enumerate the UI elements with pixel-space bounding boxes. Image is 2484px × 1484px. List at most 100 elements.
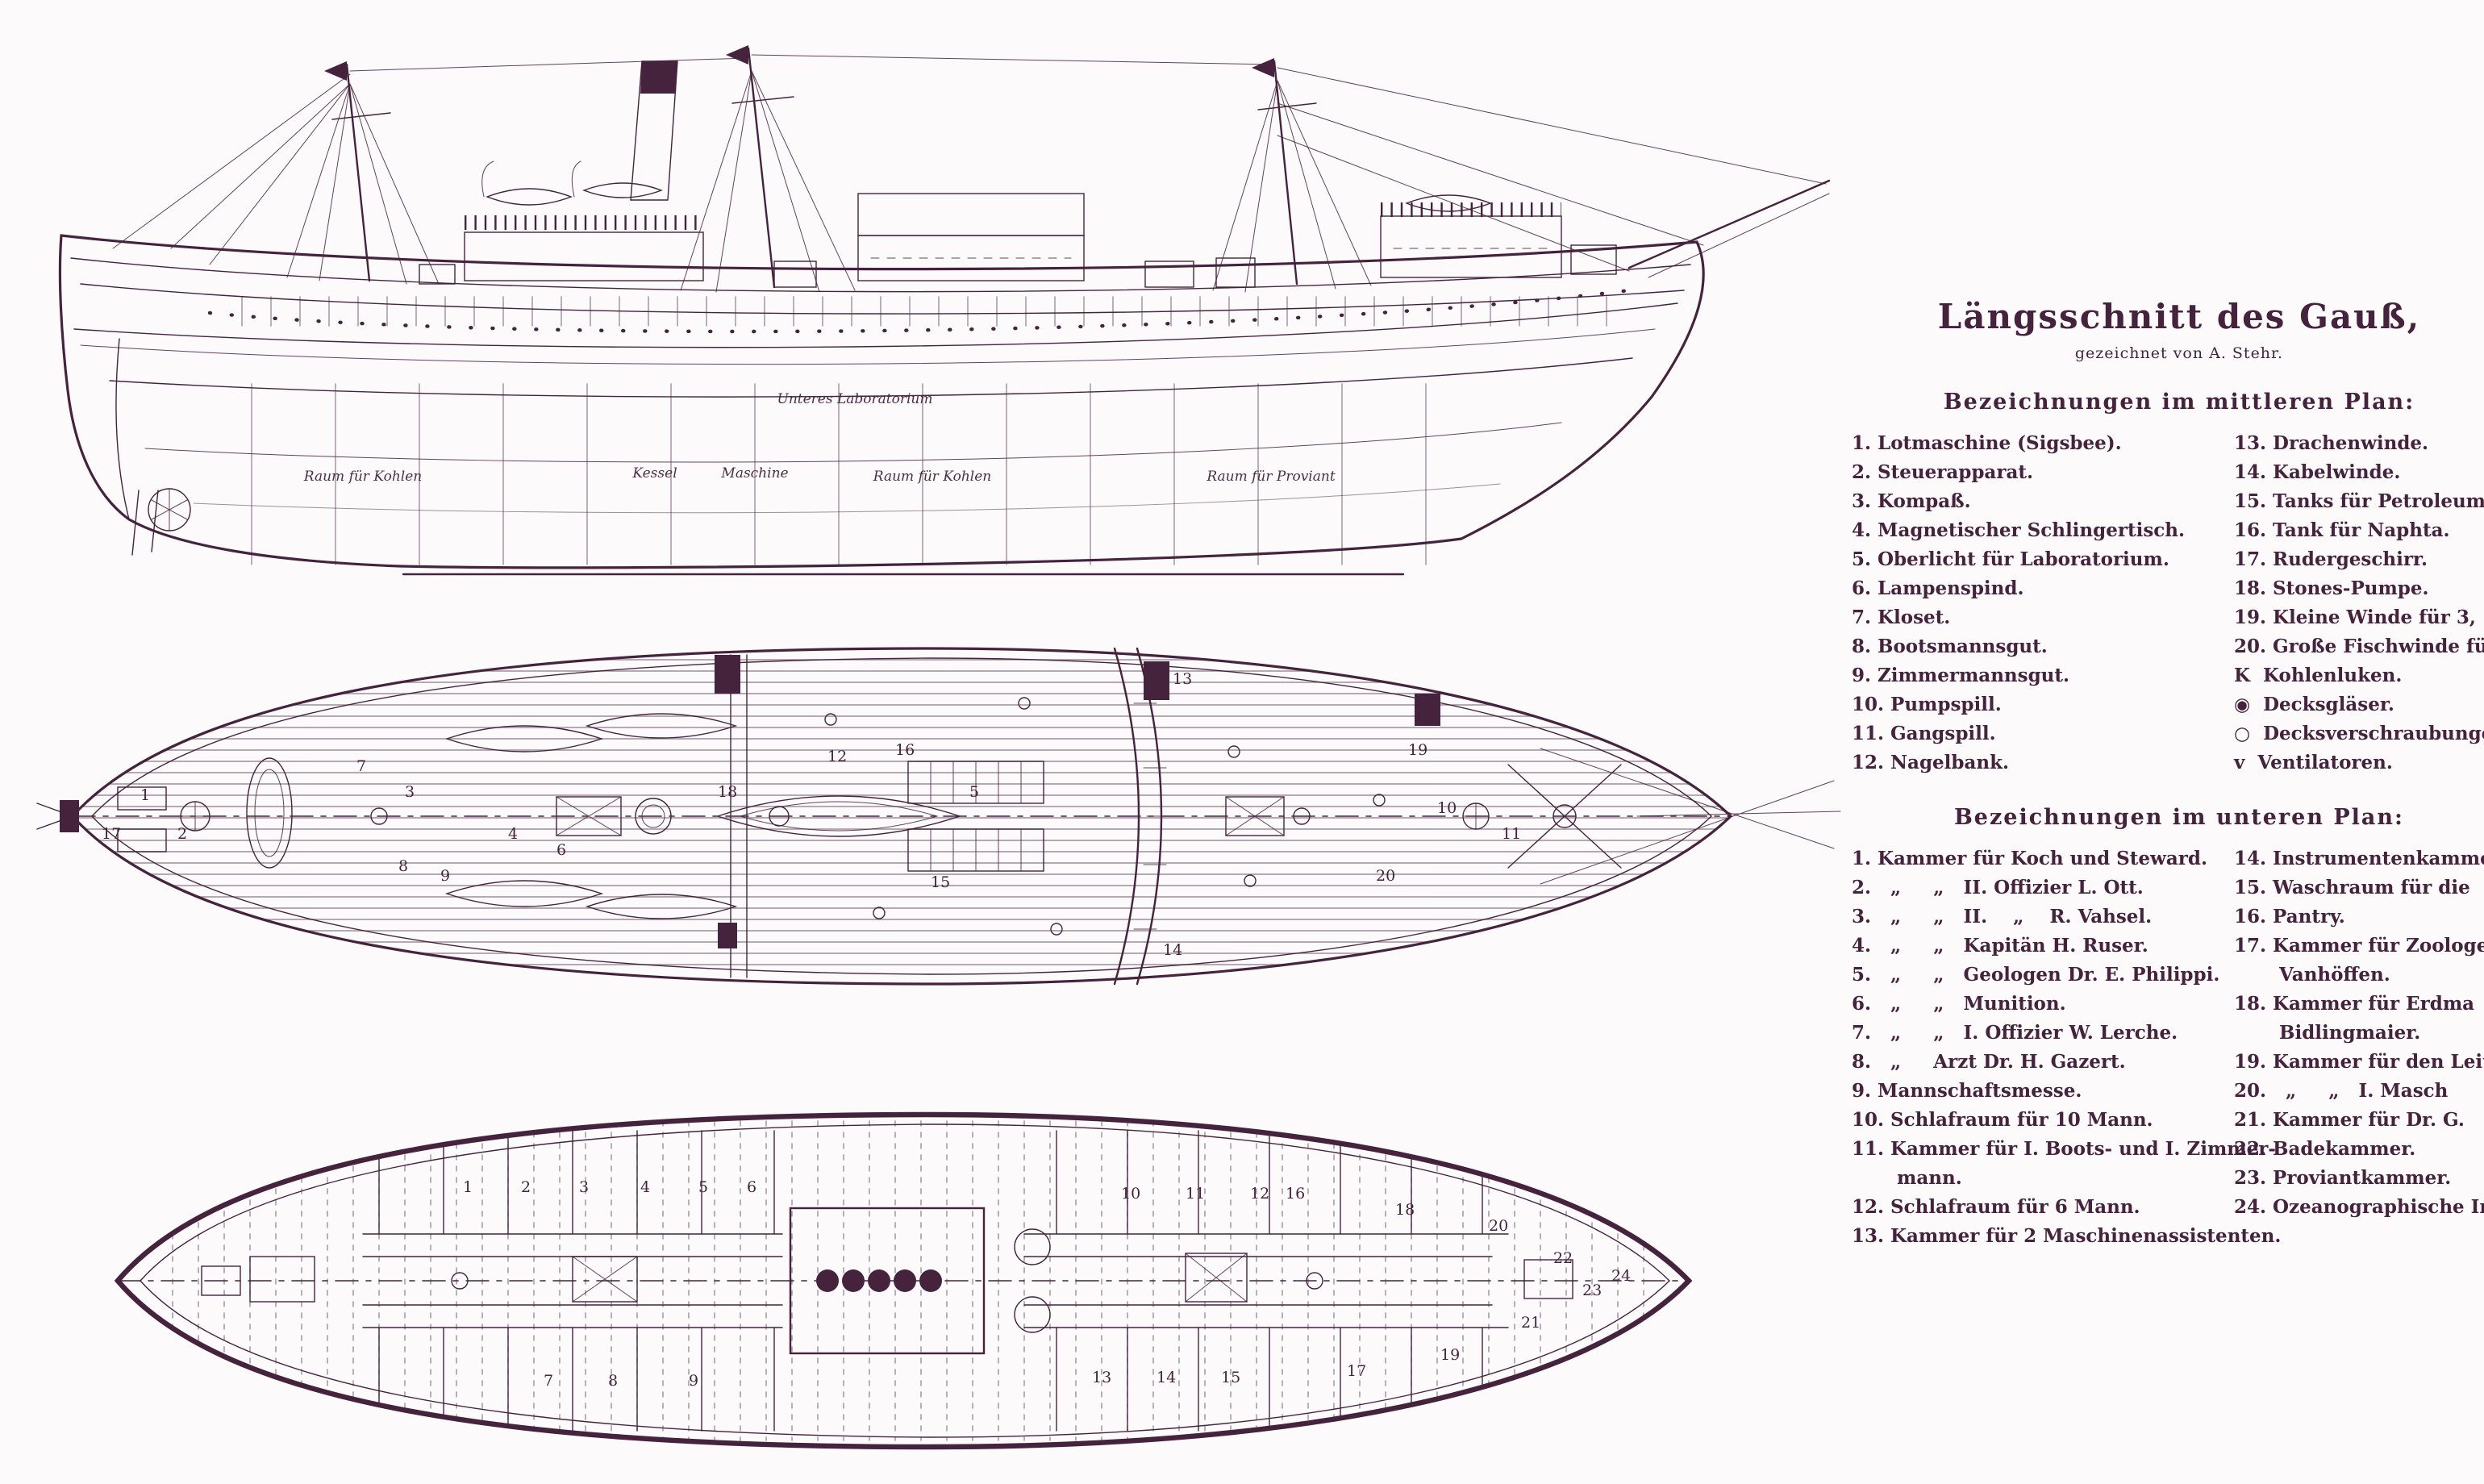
legend-middle-plan: Bezeichnungen im mittleren Plan: 1. Lotm… bbox=[1852, 390, 2484, 777]
svg-text:1: 1 bbox=[140, 786, 150, 804]
legend-entry: 13. Drachenwinde. bbox=[2234, 432, 2429, 454]
svg-text:18: 18 bbox=[1395, 1201, 1415, 1219]
svg-text:5: 5 bbox=[969, 783, 979, 801]
svg-text:Kessel: Kessel bbox=[631, 465, 677, 481]
stern-propeller-rudder bbox=[115, 338, 191, 556]
svg-text:9: 9 bbox=[689, 1372, 698, 1390]
legend-entry: 5. Oberlicht für Laboratorium. bbox=[1852, 548, 2169, 570]
svg-text:2: 2 bbox=[177, 825, 187, 843]
main-mast bbox=[680, 45, 1275, 293]
mast-circles bbox=[451, 1272, 1323, 1290]
svg-text:10: 10 bbox=[1121, 1185, 1140, 1203]
legend-entry: 15. Waschraum für die bbox=[2234, 877, 2477, 898]
cargo-hatches bbox=[572, 1253, 1248, 1303]
fore-mast bbox=[1212, 58, 1827, 293]
legend-entry: 12. Schlafraum für 6 Mann. bbox=[1852, 1196, 2140, 1218]
svg-text:8: 8 bbox=[608, 1372, 618, 1390]
legend-panel: Längsschnitt des Gauß, gezeichnet von A.… bbox=[1852, 297, 2484, 1251]
legend-entry: 22. Badekammer. bbox=[2234, 1138, 2416, 1160]
legend-lower-right-column: 14. Instrumentenkammer. 15. Waschraum für… bbox=[2234, 844, 2484, 1251]
legend-entry: 8. „ Arzt Dr. H. Gazert. bbox=[1852, 1051, 2126, 1073]
legend-entry: Vanhöffen. bbox=[2234, 964, 2390, 986]
deckhouses bbox=[419, 193, 1617, 288]
legend-middle-heading: Bezeichnungen im mittleren Plan: bbox=[1943, 390, 2415, 415]
legend-entry: ◉ Decksgläser. bbox=[2234, 694, 2394, 715]
legend-entry: 24. Ozeanographische In bbox=[2234, 1196, 2484, 1218]
svg-text:15: 15 bbox=[931, 873, 950, 891]
legend-entry: 21. Kammer für Dr. G. bbox=[2234, 1109, 2465, 1131]
svg-text:5: 5 bbox=[698, 1178, 708, 1196]
svg-text:3: 3 bbox=[579, 1178, 589, 1196]
deck-boats bbox=[444, 713, 962, 919]
ship-boats bbox=[481, 160, 1492, 212]
legend-entry: 11. Gangspill. bbox=[1852, 723, 1996, 744]
cabin-partitions bbox=[201, 1130, 1573, 1432]
legend-middle-left-column: 1. Lotmaschine (Sigsbee).2. Steuerappara… bbox=[1852, 429, 2234, 777]
legend-entry: 6. „ „ Munition. bbox=[1852, 993, 2066, 1015]
svg-text:17: 17 bbox=[1347, 1362, 1366, 1380]
legend-entry: Bidlingmaier. bbox=[2234, 1022, 2421, 1044]
mizzen-mast bbox=[112, 57, 748, 285]
legend-entry: 1. Kammer für Koch und Steward. bbox=[1852, 848, 2207, 869]
svg-text:2: 2 bbox=[521, 1178, 531, 1196]
deck-cabin-ticks bbox=[241, 296, 1607, 327]
deck-glasses bbox=[824, 697, 1386, 936]
svg-text:Maschine: Maschine bbox=[720, 465, 788, 481]
svg-text:16: 16 bbox=[895, 741, 915, 759]
legend-entry: 23. Proviantkammer. bbox=[2234, 1167, 2452, 1189]
legend-entry: 17. Kammer für Zoologe bbox=[2234, 935, 2484, 957]
legend-entry: 19. Kleine Winde für 3, bbox=[2234, 607, 2476, 628]
legend-entry: 13. Kammer für 2 Maschinenassistenten. bbox=[1852, 1225, 2282, 1247]
skylights-hatches bbox=[556, 761, 1285, 872]
legend-entry: 18. Stones-Pumpe. bbox=[2234, 577, 2429, 599]
legend-entry: 9. Mannschaftsmesse. bbox=[1852, 1080, 2082, 1102]
legend-entry: 10. Schlafraum für 10 Mann. bbox=[1852, 1109, 2153, 1131]
svg-text:15: 15 bbox=[1221, 1369, 1240, 1386]
svg-text:7: 7 bbox=[356, 757, 366, 775]
svg-text:13: 13 bbox=[1092, 1369, 1111, 1386]
legend-entry: 1. Lotmaschine (Sigsbee). bbox=[1852, 432, 2122, 454]
svg-text:4: 4 bbox=[508, 825, 518, 843]
engine-boiler-room bbox=[789, 1207, 1051, 1355]
svg-text:7: 7 bbox=[544, 1372, 553, 1390]
svg-text:6: 6 bbox=[747, 1178, 756, 1196]
legend-entry: 4. Magnetischer Schlingertisch. bbox=[1852, 519, 2186, 541]
svg-text:24: 24 bbox=[1611, 1267, 1631, 1285]
legend-entry: 12. Nagelbank. bbox=[1852, 752, 2010, 773]
legend-entry: 19. Kammer für den Leite bbox=[2234, 1051, 2484, 1073]
legend-entry: 11. Kammer für I. Boots- und I. Zimmer- bbox=[1852, 1138, 2276, 1160]
svg-text:20: 20 bbox=[1376, 867, 1395, 885]
legend-entry: 20. Große Fischwinde fü bbox=[2234, 636, 2484, 657]
svg-text:23: 23 bbox=[1582, 1282, 1602, 1299]
legend-entry: 14. Kabelwinde. bbox=[2234, 461, 2401, 483]
svg-text:14: 14 bbox=[1163, 941, 1182, 959]
legend-entry: ○ Decksverschraubungen bbox=[2234, 723, 2484, 744]
legend-entry: K Kohlenluken. bbox=[2234, 665, 2403, 686]
drawing-title: Längsschnitt des Gauß, bbox=[1937, 297, 2421, 336]
legend-entry: 20. „ „ I. Masch bbox=[2234, 1080, 2449, 1102]
svg-text:9: 9 bbox=[440, 867, 450, 885]
legend-lower-plan: Bezeichnungen im unteren Plan: 1. Kammer… bbox=[1852, 805, 2484, 1251]
svg-text:8: 8 bbox=[398, 857, 408, 875]
svg-text:19: 19 bbox=[1408, 741, 1427, 759]
svg-text:20: 20 bbox=[1489, 1217, 1508, 1235]
svg-text:Raum für Kohlen: Raum für Kohlen bbox=[873, 469, 991, 485]
svg-text:11: 11 bbox=[1186, 1185, 1205, 1203]
svg-text:6: 6 bbox=[556, 841, 566, 859]
legend-entry: 14. Instrumentenkammer. bbox=[2234, 848, 2484, 869]
svg-text:10: 10 bbox=[1437, 799, 1457, 817]
legend-entry: 5. „ „ Geologen Dr. E. Philippi. bbox=[1852, 964, 2220, 986]
steering-gear bbox=[36, 786, 210, 852]
svg-text:1: 1 bbox=[463, 1178, 473, 1196]
bulkhead-frames bbox=[251, 383, 1427, 565]
windlass-spars bbox=[1462, 748, 1841, 885]
svg-text:17: 17 bbox=[102, 825, 121, 843]
inner-hull-line bbox=[140, 1123, 1670, 1438]
drawing-subtitle: gezeichnet von A. Stehr. bbox=[2074, 344, 2284, 362]
bowsprit bbox=[1628, 179, 1831, 278]
